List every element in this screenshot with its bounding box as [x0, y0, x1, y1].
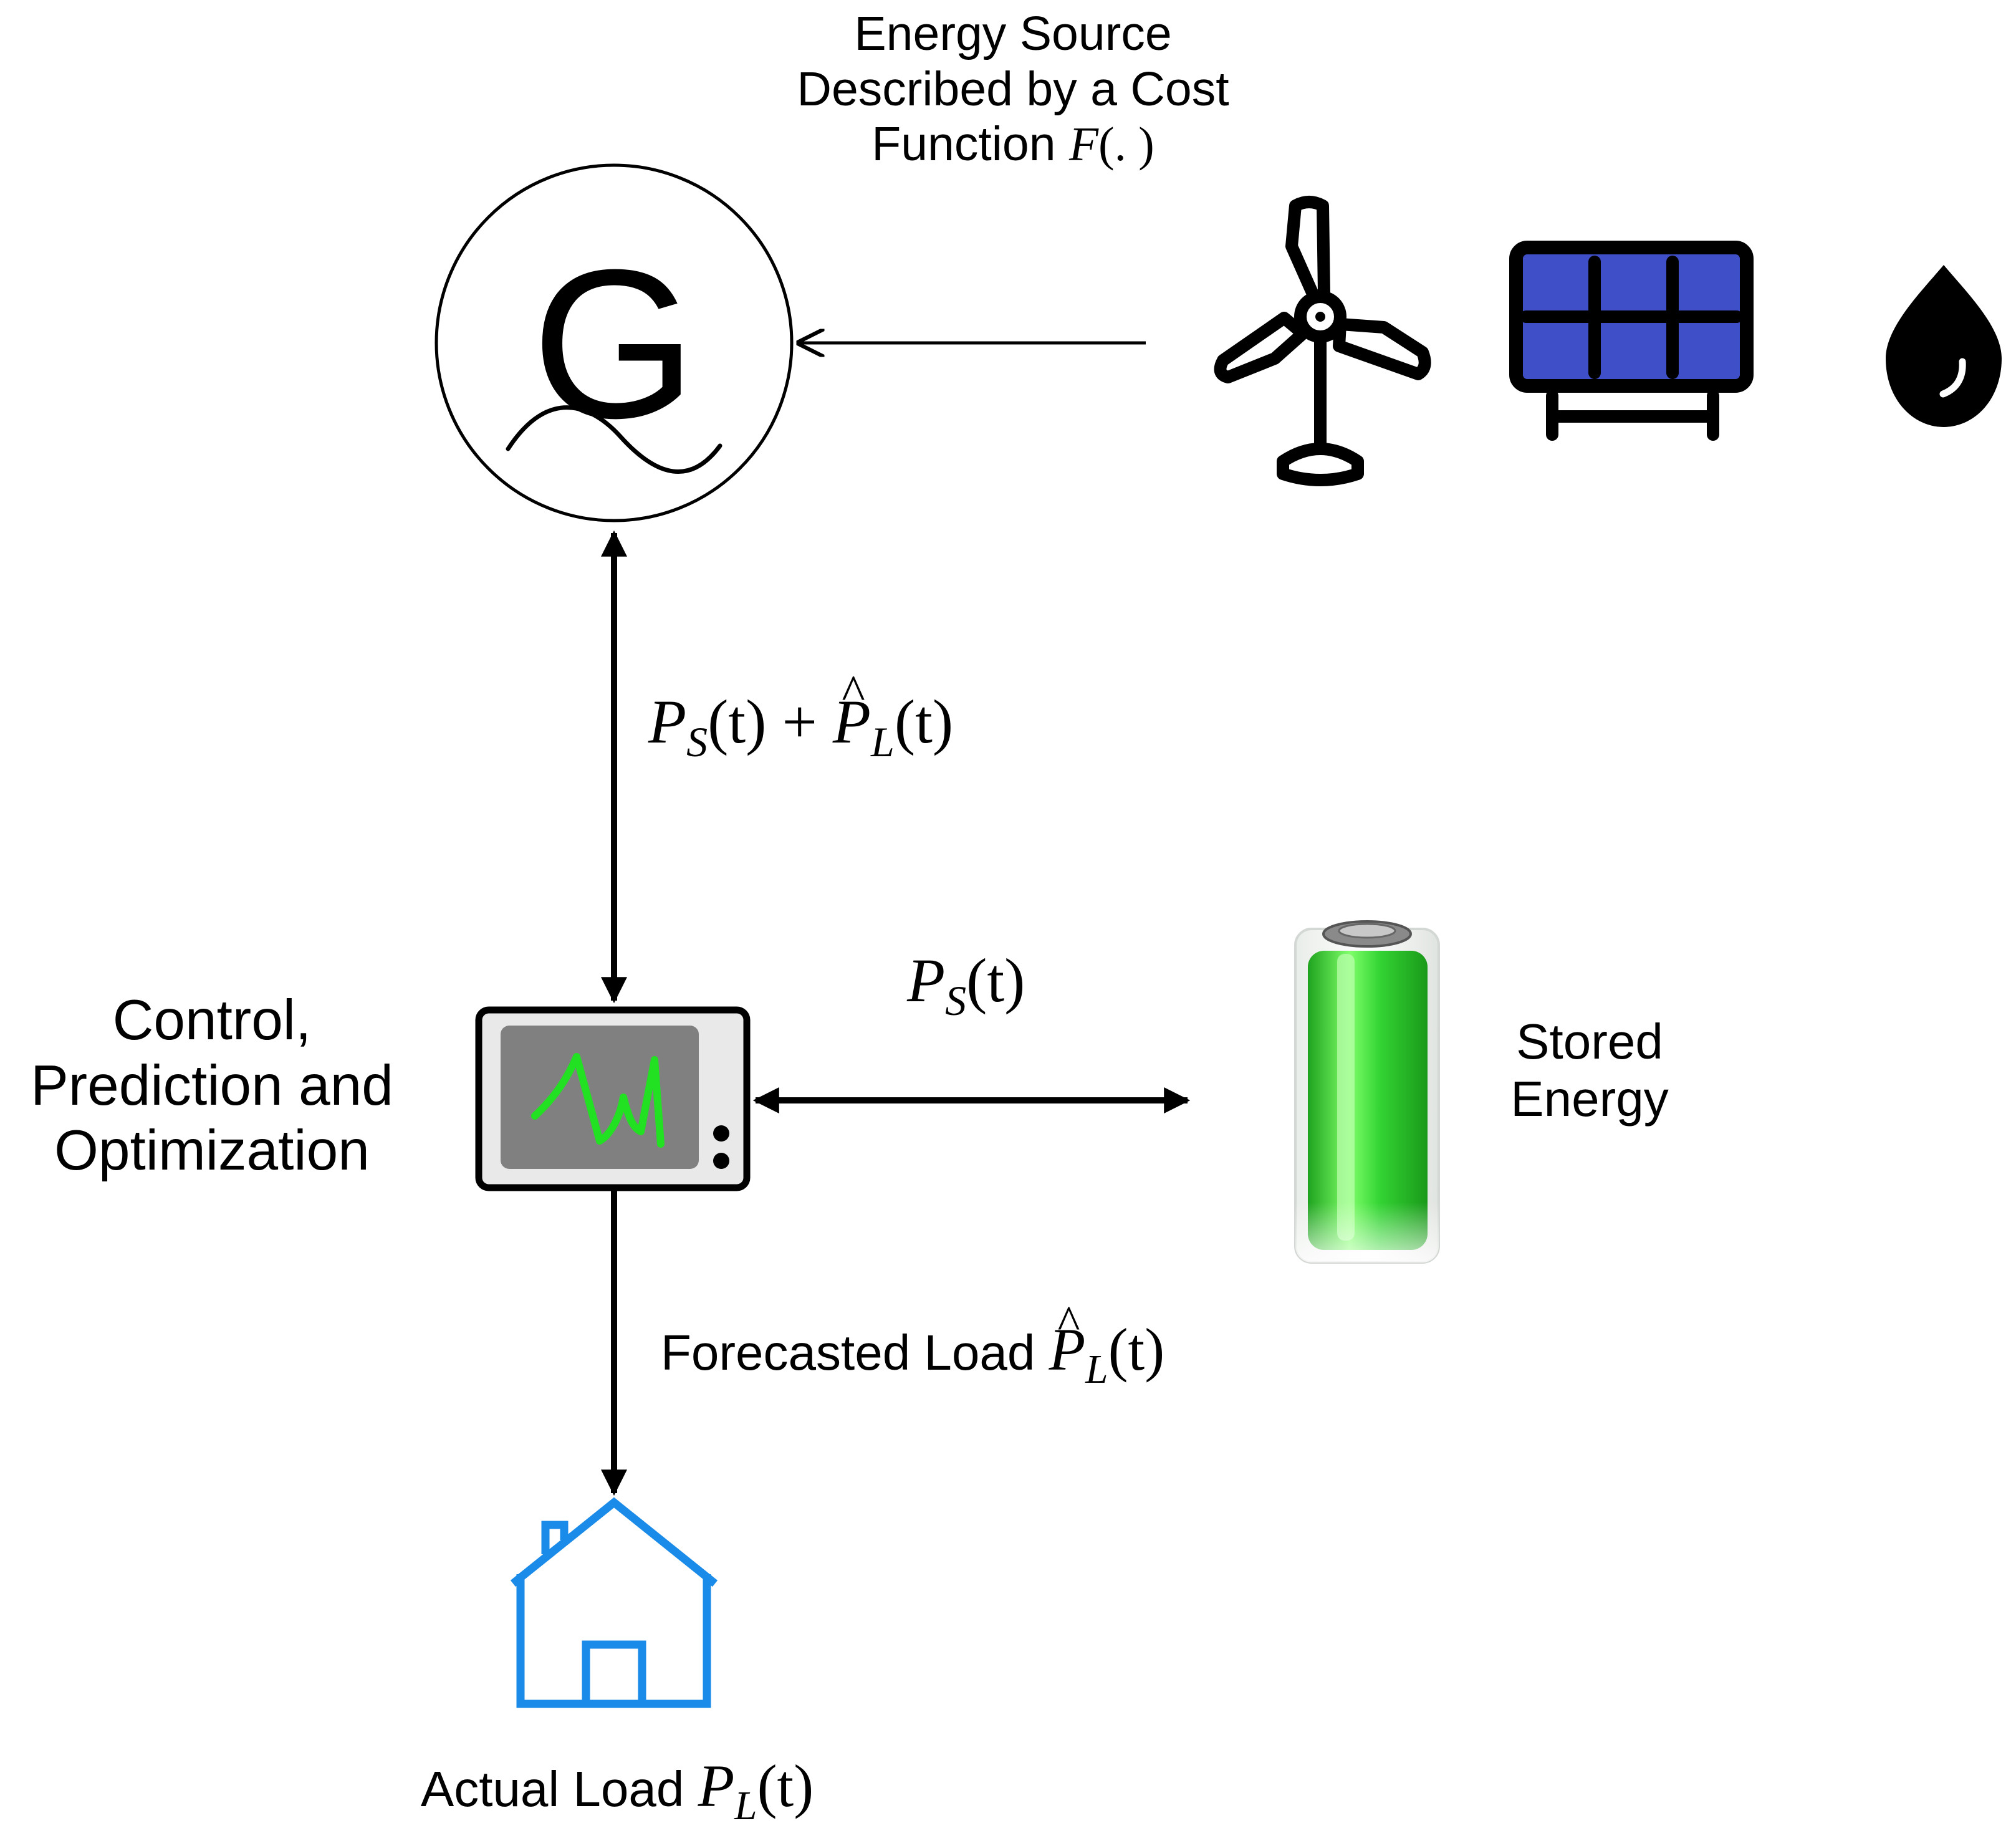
controller-line-1: Control,	[112, 989, 312, 1052]
energy-source-line-3: Function F(. )	[736, 117, 1290, 172]
storage-power-symbol: P	[907, 946, 946, 1015]
generator-icon	[434, 163, 794, 522]
storage-subscript-2: S	[945, 976, 967, 1024]
wind-turbine-icon	[1214, 196, 1431, 486]
function-word: Function	[871, 117, 1056, 171]
stored-energy-line-2: Energy	[1510, 1071, 1669, 1127]
actual-load-symbol: P	[698, 1752, 735, 1819]
controller-line-3: Optimization	[54, 1119, 370, 1183]
storage-subscript-1: S	[686, 718, 708, 766]
plus-sign: +	[766, 687, 833, 756]
controller-line-2: Prediction and	[31, 1054, 393, 1117]
time-arg-3: (t)	[966, 946, 1025, 1015]
load-subscript-3: L	[734, 1783, 757, 1829]
solar-panel-icon	[1509, 241, 1754, 441]
forecasted-load-label: Forecasted Load PL(t)	[661, 1296, 1259, 1393]
cost-function-math: F(. )	[1069, 117, 1154, 171]
cost-function-args: (. )	[1098, 117, 1154, 171]
flow-storage-label: PS(t)	[907, 945, 1094, 1025]
generator-letter: G	[531, 226, 697, 463]
actual-load-text: Actual Load	[420, 1761, 684, 1817]
power-symbol-1: P	[648, 687, 687, 756]
flow-generator-controller-label: PS(t) + PL(t)	[648, 665, 1085, 766]
forecast-power-symbol: P	[833, 665, 871, 757]
stored-energy-label: Stored Energy	[1484, 1013, 1696, 1128]
energy-source-line-1: Energy Source	[854, 7, 1172, 60]
waveform	[531, 1053, 665, 1148]
actual-load-math: PL(t)	[698, 1752, 814, 1829]
controller-label: Control, Prediction and Optimization	[0, 988, 424, 1184]
battery-icon	[1294, 920, 1440, 1264]
forecast-load-symbol: P	[1049, 1296, 1086, 1384]
load-subscript-2: L	[1085, 1347, 1108, 1392]
time-arg-4: (t)	[1108, 1316, 1165, 1383]
water-drop-icon	[1886, 265, 2002, 427]
monitor-icon	[475, 1006, 751, 1191]
house-icon	[510, 1497, 718, 1708]
time-arg-1: (t)	[708, 687, 767, 756]
time-arg-2: (t)	[894, 687, 954, 756]
time-arg-5: (t)	[757, 1752, 814, 1819]
forecasted-load-text: Forecasted Load	[661, 1325, 1035, 1380]
load-subscript-1: L	[870, 718, 895, 766]
cost-function-symbol: F	[1068, 117, 1098, 171]
forecasted-load-math: PL(t)	[1049, 1296, 1165, 1392]
energy-source-line-2: Described by a Cost	[797, 62, 1229, 116]
stored-energy-line-1: Stored	[1516, 1014, 1663, 1069]
energy-source-label: Energy Source Described by a Cost Functi…	[736, 6, 1290, 172]
actual-load-label: Actual Load PL(t)	[349, 1752, 885, 1830]
